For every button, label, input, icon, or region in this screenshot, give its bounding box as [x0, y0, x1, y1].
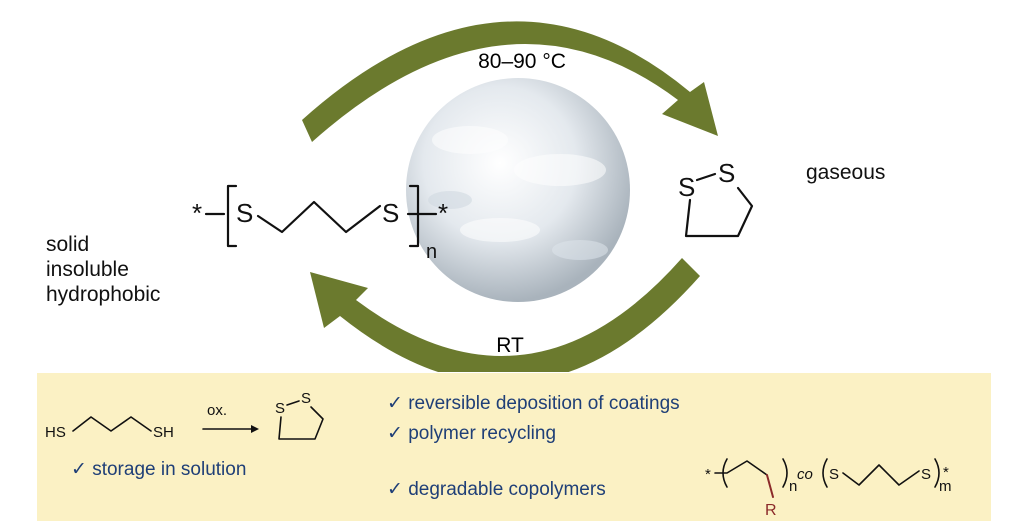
- svg-text:co: co: [797, 466, 813, 483]
- svg-text:S: S: [275, 400, 285, 417]
- monomer-structure: S S: [678, 158, 754, 238]
- label-cooling: RT: [496, 334, 524, 357]
- feature-copolymers: ✓ degradable copolymers: [387, 479, 606, 500]
- svg-text:n: n: [789, 478, 797, 495]
- svg-text:*: *: [438, 198, 448, 228]
- svg-text:S: S: [829, 466, 839, 483]
- svg-text:ox.: ox.: [207, 402, 227, 419]
- svg-text:*: *: [192, 198, 202, 228]
- svg-text:*: *: [943, 464, 949, 481]
- svg-text:*: *: [705, 466, 711, 483]
- polymer-structure: * S S * n: [192, 184, 448, 263]
- svg-text:S: S: [301, 390, 311, 407]
- feature-coatings: ✓ reversible deposition of coatings: [387, 393, 680, 414]
- arrow-cooling: [310, 258, 700, 372]
- globe-image: [406, 78, 630, 302]
- property-insoluble: insoluble: [46, 258, 129, 281]
- feature-recycling: ✓ polymer recycling: [387, 423, 557, 444]
- svg-text:SH: SH: [153, 424, 174, 441]
- svg-text:S: S: [921, 466, 931, 483]
- svg-text:S: S: [382, 198, 399, 228]
- property-solid: solid: [46, 233, 90, 256]
- feature-storage: ✓ storage in solution: [71, 459, 247, 480]
- applications-panel: HS SH ox. S S ✓ storage in solution ✓ re…: [37, 373, 991, 521]
- polymer-properties: solid insoluble hydrophobic: [46, 232, 160, 307]
- label-heating: 80–90 °C: [478, 50, 566, 73]
- arrow-heating: [302, 21, 718, 142]
- svg-text:HS: HS: [45, 424, 66, 441]
- svg-text:m: m: [939, 478, 952, 495]
- oxidation-scheme: HS SH ox. S S: [45, 390, 324, 441]
- svg-text:S: S: [678, 172, 695, 202]
- copolymer-structure: * n R co S S * m: [705, 458, 952, 519]
- property-hydrophobic: hydrophobic: [46, 283, 161, 306]
- svg-text:S: S: [236, 198, 253, 228]
- svg-text:S: S: [718, 158, 735, 188]
- substituent-r: R: [765, 502, 777, 519]
- cycle-graphic: 80–90 °C RT * S S * n S S: [192, 21, 754, 372]
- svg-text:n: n: [426, 241, 437, 263]
- monomer-state-label: gaseous: [806, 161, 886, 184]
- globe-clouds: [428, 126, 608, 260]
